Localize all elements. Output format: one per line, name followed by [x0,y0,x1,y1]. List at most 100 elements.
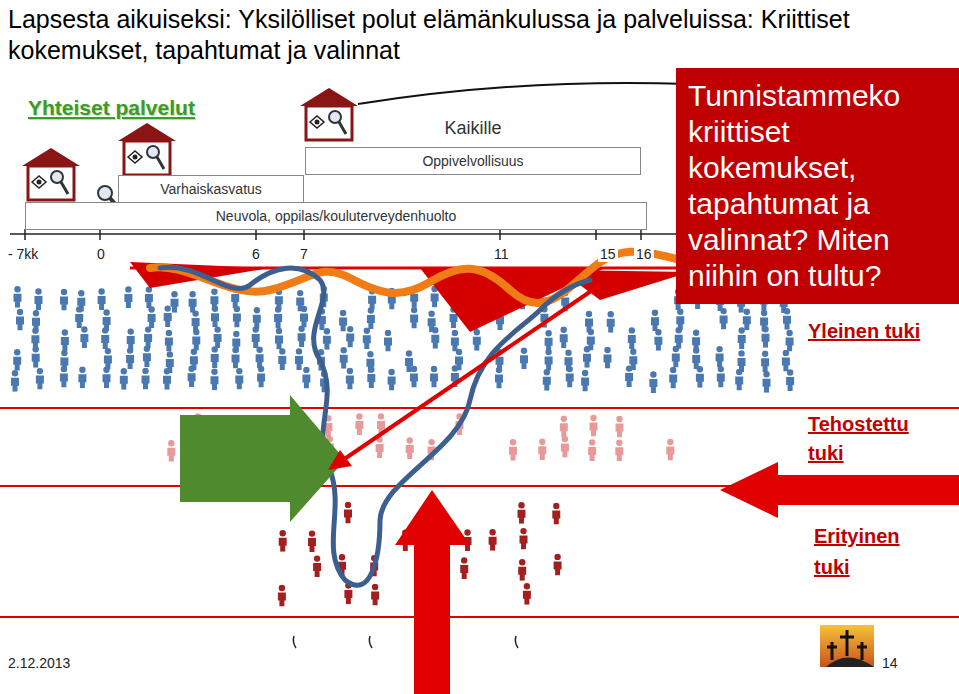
person-figure [625,365,633,387]
person-figure [518,559,526,581]
person-figure [189,291,197,313]
green-arrow [180,395,345,522]
callout-text: Tunnistammeko kriittiset kokemukset, tap… [688,78,949,294]
person-figure [583,346,591,368]
person-figure [165,330,173,352]
person-figure [232,347,240,369]
box-heading: Kaikille [306,118,640,139]
person-figure [302,367,310,389]
band-line [0,407,959,409]
person-figure [518,502,526,524]
person-figure [164,305,172,327]
person-figure [295,348,303,370]
axis-label: - 7kk [6,246,40,262]
group-heading: Yhteiset palvelut [28,96,195,120]
person-figure [543,369,551,391]
person-figure [495,367,503,389]
person-figure [738,327,746,349]
person-figure [735,369,743,391]
house-icon [300,88,358,140]
service-box: KaikilleOppivelvollisuus [305,147,641,175]
person-figure [148,306,156,328]
person-figure [233,306,241,328]
person-figure [367,307,375,329]
person-figure [566,366,574,388]
person-figure [538,439,546,461]
person-figure [279,530,287,552]
service-box: Neuvola, oppilas/kouluterveydenhuolto [25,202,647,230]
person-figure [545,349,553,371]
red-pointer-head [328,450,352,470]
person-figure [278,348,286,370]
person-figure [545,330,553,352]
box-label: Neuvola, oppilas/kouluterveydenhuolto [216,208,457,224]
person-figure [13,349,21,371]
person-figure [786,330,794,352]
person-figure [410,307,418,329]
person-figure [298,326,306,348]
person-figure [451,330,459,352]
person-figure [339,310,347,332]
person-figure [11,370,19,392]
person-figure [145,286,153,308]
people-crowd [11,286,794,607]
person-figure [278,585,286,607]
person-figure [720,308,728,330]
person-figure [35,288,43,310]
axis-label: 15 [598,246,618,262]
person-figure [371,584,379,606]
person-figure [211,306,219,328]
person-figure [672,346,680,368]
person-figure [340,347,348,369]
person-figure [696,366,704,388]
person-figure [410,366,418,388]
person-figure [144,326,152,348]
person-figure [431,327,439,349]
support-level: Erityinen tuki [814,521,932,583]
person-figure [552,503,560,525]
person-figure [252,326,260,348]
arc-line [358,83,690,104]
axis-label: 6 [250,246,262,262]
person-figure [211,369,219,391]
person-figure [275,328,283,350]
person-figure [786,369,794,391]
person-figure [142,368,150,390]
person-figure [666,439,674,461]
house-icon [118,123,176,175]
person-figure [460,557,468,579]
person-figure [163,368,171,390]
support-level: Yleinen tuki [808,320,953,343]
person-figure [406,437,414,459]
person-figure [615,440,623,462]
person-figure [346,326,354,348]
person-figure [743,309,751,331]
person-figure [253,307,261,329]
red-up-arrow [395,490,470,694]
person-figure [104,348,112,370]
red-pointer-line [340,285,600,462]
person-figure [651,310,659,332]
person-figure [120,368,128,390]
person-figure [61,329,69,351]
person-figure [300,306,308,328]
person-figure [60,366,68,388]
person-figure [520,528,528,550]
person-figure [75,306,83,328]
person-figure [103,367,111,389]
box-label: Varhaiskasvatus [160,181,262,197]
house-icon [22,148,80,200]
person-figure [588,439,596,461]
person-figure [192,310,200,332]
person-figure [560,327,568,349]
blue-path [160,267,590,585]
slide-date: 2.12.2013 [8,655,70,671]
service-houses [22,88,358,200]
person-figure [692,347,700,369]
person-figure [717,366,725,388]
person-figure [101,327,109,349]
person-figure [763,371,771,393]
person-figure [782,350,790,372]
person-figure [388,369,396,391]
